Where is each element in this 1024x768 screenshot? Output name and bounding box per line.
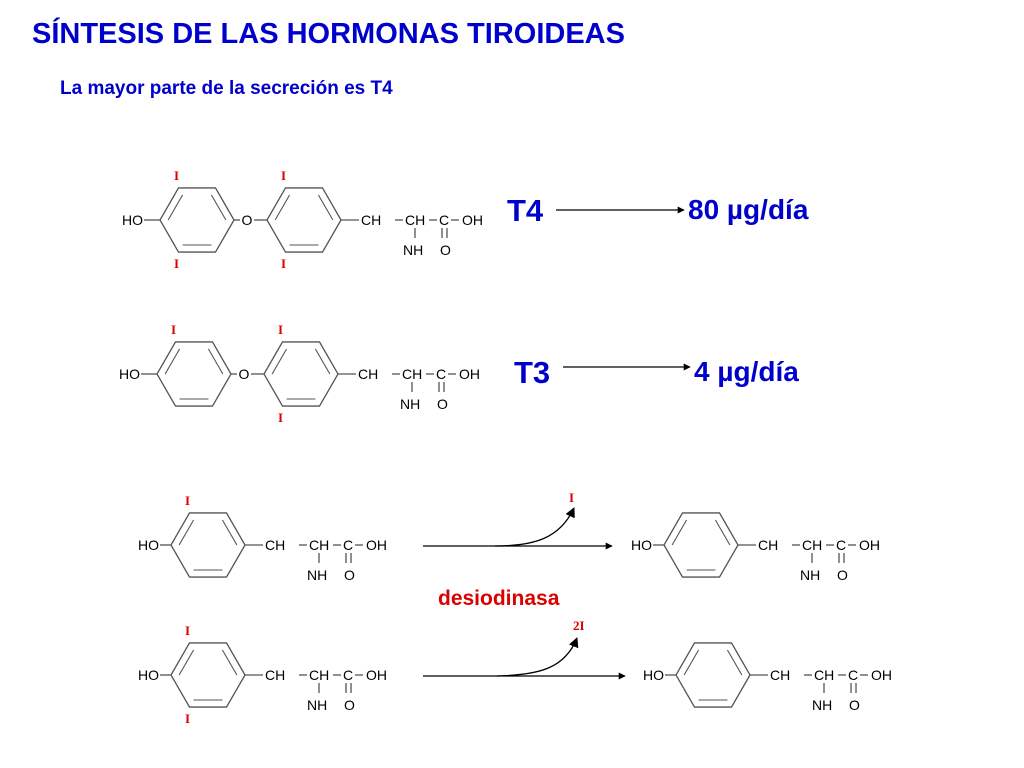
amine-group: NH (800, 567, 820, 583)
t3-dose: 4 µg/día (694, 356, 799, 387)
carboxyl-carbon: C (343, 667, 353, 683)
amine-group: NH (307, 697, 327, 713)
hydroxyl-label: HO (138, 667, 159, 683)
phenol-ring (663, 512, 739, 578)
hydroxyl-label: HO (631, 537, 652, 553)
hydroxyl-group: OH (462, 212, 483, 228)
bond-line (178, 649, 195, 676)
t3-structure: HO O CH CH C OH NH O I I I (119, 322, 480, 425)
iodine-atom: I (281, 256, 286, 271)
hydroxyl-label: HO (643, 667, 664, 683)
bond-line (726, 649, 743, 676)
hydroxyl-group: OH (366, 667, 387, 683)
phenol-ring (159, 187, 235, 253)
bond-line (167, 194, 184, 221)
monoiodotyrosine-structure: HO CH CH C OH NH O I (138, 493, 387, 583)
carbonyl-oxygen: O (344, 567, 355, 583)
iodine-atom: I (171, 322, 176, 337)
bond-line (671, 519, 688, 546)
iodine-atom: I (174, 168, 179, 183)
ch-group: CH (309, 667, 329, 683)
iodine-atom: I (281, 168, 286, 183)
ether-oxygen: O (242, 212, 253, 228)
ch2-group: CH (265, 537, 285, 553)
carbonyl-oxygen: O (437, 396, 448, 412)
iodine-release-arrow-top (494, 507, 575, 547)
ch-group: CH (814, 667, 834, 683)
hydroxyl-group: OH (366, 537, 387, 553)
iodine-atom: I (185, 711, 190, 726)
bond-line (683, 649, 700, 676)
ch-group: CH (802, 537, 822, 553)
ch2-group: CH (265, 667, 285, 683)
tyrosyl-ring (263, 341, 339, 407)
phenol-ring (675, 642, 751, 708)
ch2-group: CH (770, 667, 790, 683)
ch-group: CH (402, 366, 422, 382)
phenol-ring (170, 642, 246, 708)
released-diiodine: 2I (573, 618, 585, 633)
bond-line (221, 649, 238, 676)
enzyme-label: desiodinasa (438, 587, 560, 610)
carboxyl-carbon: C (439, 212, 449, 228)
iodine-release-arrow-bottom (496, 637, 579, 677)
bond-line (207, 348, 224, 375)
ch2-group: CH (358, 366, 378, 382)
iodine-atom: I (185, 623, 190, 638)
carboxyl-carbon: C (343, 537, 353, 553)
hydroxyl-label: HO (122, 212, 143, 228)
bond-line (221, 519, 238, 546)
bond-line (317, 194, 334, 221)
bond-line (274, 194, 291, 221)
ch2-group: CH (361, 212, 381, 228)
slide-title: SÍNTESIS DE LAS HORMONAS TIROIDEAS (32, 18, 625, 50)
tyrosyl-ring (266, 187, 342, 253)
carbonyl-oxygen: O (440, 242, 451, 258)
hydroxyl-group: OH (459, 366, 480, 382)
ch-group: CH (309, 537, 329, 553)
iodine-atom: I (174, 256, 179, 271)
slide-subtitle: La mayor parte de la secreción es T4 (60, 78, 393, 99)
amine-group: NH (403, 242, 423, 258)
ch-group: CH (405, 212, 425, 228)
iodine-atom: I (278, 322, 283, 337)
phenol-ring (170, 512, 246, 578)
carbonyl-oxygen: O (837, 567, 848, 583)
t4-structure: HO O CH CH C OH NH O I I I I (122, 168, 483, 271)
iodine-atom: I (185, 493, 190, 508)
hydroxyl-label: HO (138, 537, 159, 553)
tyrosine-product-bottom: HO CH CH C OH NH O (643, 642, 892, 713)
carbonyl-oxygen: O (849, 697, 860, 713)
tyrosine-product-top: HO CH CH C OH NH O (631, 512, 880, 583)
ch2-group: CH (758, 537, 778, 553)
bond-line (178, 519, 195, 546)
bond-line (210, 194, 227, 221)
hydroxyl-group: OH (871, 667, 892, 683)
carboxyl-carbon: C (436, 366, 446, 382)
t4-label: T4 (507, 193, 544, 228)
hydroxyl-label: HO (119, 366, 140, 382)
amine-group: NH (812, 697, 832, 713)
carboxyl-carbon: C (848, 667, 858, 683)
t4-dose: 80 µg/día (688, 194, 809, 225)
amine-group: NH (307, 567, 327, 583)
carboxyl-carbon: C (836, 537, 846, 553)
ether-oxygen: O (239, 366, 250, 382)
carbonyl-oxygen: O (344, 697, 355, 713)
t3-label: T3 (514, 355, 551, 390)
hydroxyl-group: OH (859, 537, 880, 553)
bond-line (714, 519, 731, 546)
diiodotyrosine-structure: HO CH CH C OH NH O I I (138, 623, 387, 726)
bond-line (271, 348, 288, 375)
amine-group: NH (400, 396, 420, 412)
released-iodine: I (569, 490, 574, 505)
bond-line (164, 348, 181, 375)
bond-line (314, 348, 331, 375)
phenol-ring (156, 341, 232, 407)
iodine-atom: I (278, 410, 283, 425)
